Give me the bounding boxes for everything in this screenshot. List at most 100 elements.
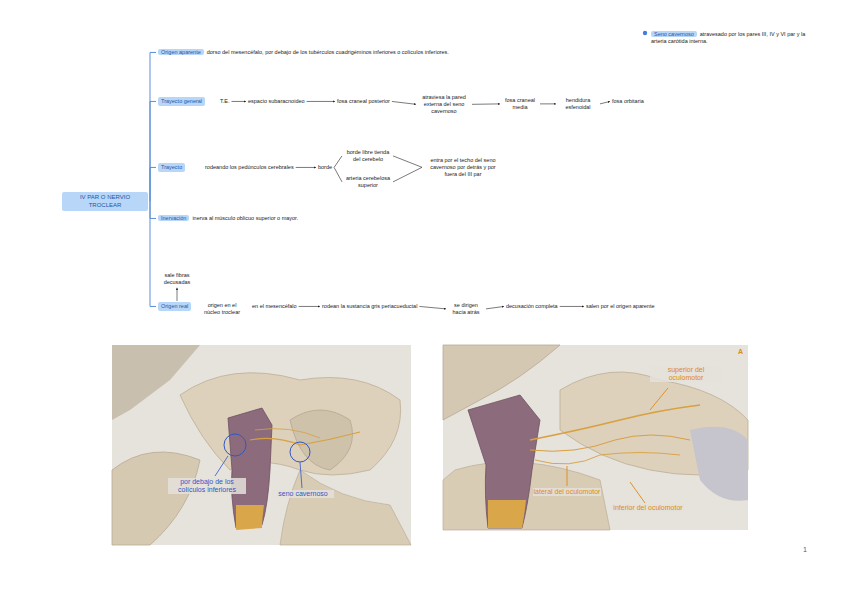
- flow-arrow: [419, 306, 446, 308]
- node-text: IV PAR O NERVIO TROCLEAR: [65, 194, 145, 209]
- anatomy-panel: [112, 345, 411, 545]
- flow-arrow: [393, 156, 422, 167]
- flow-arrow: [560, 306, 584, 307]
- bone-shape: [180, 373, 401, 475]
- brainstem: [468, 395, 540, 528]
- flow-arrow: [392, 101, 416, 104]
- step-text: T.E.: [220, 98, 229, 105]
- node-text: Inervación: [158, 215, 189, 221]
- node-body-text: dorso del mesencéfalo, por debajo de los…: [207, 49, 449, 55]
- node-text: salen por el origen aparente: [586, 303, 655, 310]
- spinal-cord: [488, 500, 526, 528]
- node-text: sale fibras decusadas: [156, 272, 198, 286]
- highlight-circle: [290, 442, 310, 462]
- node-text: atraviesa la pared externa del seno cave…: [418, 94, 470, 115]
- node-text: Origen aparente: [158, 49, 204, 55]
- node-text: entra por el techo del seno cavernoso po…: [425, 157, 501, 178]
- leader-line: [300, 462, 302, 488]
- step-text: hendidura esfenoidal: [558, 97, 598, 111]
- spinal-cord: [236, 505, 264, 530]
- node-text: espacio subaracnoideo: [248, 98, 305, 105]
- node-text: fosa craneal posterior: [337, 98, 390, 105]
- leader-line: [650, 388, 668, 410]
- node-text: se dirigen hacia atrás: [448, 302, 484, 316]
- flow-arrow: [177, 288, 178, 301]
- annotation-label: inferior del oculomotor: [612, 504, 684, 512]
- flow-arrow: [231, 101, 246, 102]
- bone-shape: [290, 410, 353, 470]
- step-text: entra por el techo del seno cavernoso po…: [425, 157, 501, 178]
- leader-line: [630, 482, 645, 503]
- step-text: borde libre tienda del cerebelo: [345, 149, 391, 163]
- node-text: borde: [318, 164, 332, 171]
- step-text: decusación completa: [506, 303, 558, 310]
- step-text: fosa craneal posterior: [337, 98, 390, 105]
- node-text: T.E.: [220, 98, 229, 105]
- annotation-label: 1: [803, 546, 807, 554]
- nerve-line: [530, 405, 700, 440]
- annotation-label: A: [738, 348, 743, 356]
- topic-label: Inervacióninerva al músculo oblicuo supe…: [158, 215, 298, 222]
- step-text: se dirigen hacia atrás: [448, 302, 484, 316]
- bone-shape: [280, 470, 411, 545]
- node-text: Origen real: [161, 303, 188, 310]
- bone-shape: [112, 452, 200, 545]
- step-text: sale fibras decusadas: [156, 272, 198, 286]
- step-text: borde: [318, 164, 332, 171]
- annotation-label: superior del oculomotor: [650, 366, 722, 382]
- topic-label: Seno cavernosoatravesado por los pares I…: [651, 31, 816, 45]
- step-text: salen por el origen aparente: [586, 303, 655, 310]
- bullet-dot: [643, 31, 647, 35]
- flow-arrow: [393, 167, 422, 182]
- flow-arrow: [307, 101, 335, 102]
- tree-bracket: [150, 202, 156, 307]
- node-text: fosa craneal media: [502, 97, 538, 111]
- nerve-line: [255, 429, 320, 438]
- topic-label: Origen aparentedorso del mesencéfalo, po…: [158, 49, 449, 56]
- step-text: origen en el núcleo troclear: [200, 302, 244, 316]
- node-text: borde libre tienda del cerebelo: [345, 149, 391, 163]
- node-text: rodean la sustancia gris periacueductal: [322, 303, 417, 310]
- nerve-line: [535, 453, 680, 465]
- step-text: fosa craneal media: [502, 97, 538, 111]
- flow-arrow: [472, 103, 500, 104]
- tree-bracket: [150, 101, 156, 201]
- leader-line: [215, 456, 228, 476]
- step-text: atraviesa la pared externa del seno cave…: [418, 94, 470, 115]
- topic-label: Trayecto: [158, 163, 185, 172]
- node-text: fosa orbitaria: [612, 98, 644, 105]
- annotation-label: seno cavernoso: [272, 490, 334, 498]
- flow-arrow: [296, 167, 316, 168]
- flow-arrow: [486, 306, 504, 308]
- tree-bracket: [150, 167, 156, 201]
- leader-line: [567, 466, 568, 486]
- flow-arrow: [600, 101, 610, 103]
- step-text: rodeando los pedúnculos cerebrales: [205, 164, 294, 171]
- node-text: Trayecto general: [161, 98, 202, 105]
- title-node: IV PAR O NERVIO TROCLEAR: [62, 192, 148, 211]
- highlight-circle: [224, 434, 246, 456]
- node-text: hendidura esfenoidal: [558, 97, 598, 111]
- step-text: fosa orbitaria: [612, 98, 644, 105]
- anatomy-panel: [443, 345, 748, 530]
- step-text: arteria cerebelosa superior: [345, 175, 391, 189]
- flow-arrow: [334, 156, 342, 168]
- step-text: rodean la sustancia gris periacueductal: [322, 303, 417, 310]
- node-text: rodeando los pedúnculos cerebrales: [205, 164, 294, 171]
- node-text: en el mesencéfalo: [252, 303, 297, 310]
- flow-arrow: [299, 306, 320, 307]
- step-text: espacio subaracnoideo: [248, 98, 305, 105]
- node-text: decusación completa: [506, 303, 558, 310]
- topic-label: Origen real: [158, 302, 191, 311]
- flow-arrow: [334, 167, 342, 181]
- flow-arrow: [540, 103, 556, 104]
- node-body-text: inerva al músculo oblicuo superior o may…: [192, 215, 298, 221]
- tree-bracket: [150, 202, 156, 219]
- annotation-label: lateral del oculomotor: [533, 488, 601, 496]
- topic-label: Trayecto general: [158, 97, 205, 106]
- nerve-line: [530, 435, 690, 451]
- node-text: Seno cavernoso: [651, 31, 697, 37]
